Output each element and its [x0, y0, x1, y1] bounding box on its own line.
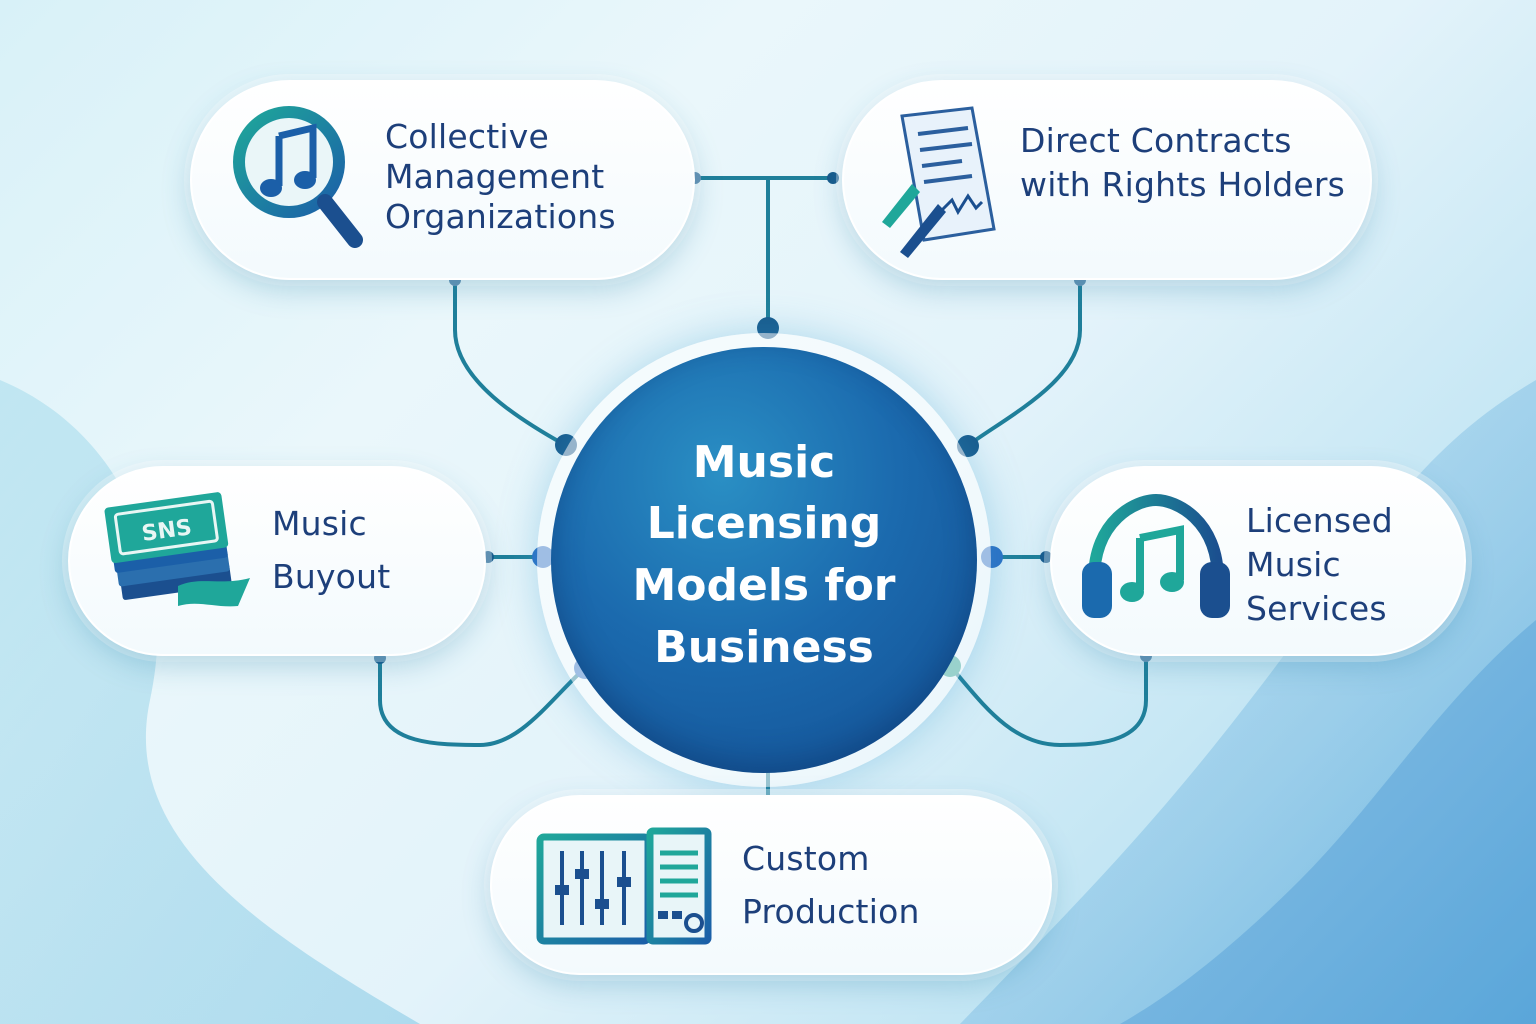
node-collective-management: Collective Management Organizations — [190, 80, 695, 280]
node-label-line: Music — [272, 504, 367, 543]
node-label-line: Management — [385, 157, 605, 197]
center-node: Music Licensing Models for Business — [551, 347, 977, 773]
center-title-line: Licensing — [646, 498, 882, 550]
node-label-line: Direct Contracts — [1020, 121, 1292, 160]
connector-licensed-lower — [948, 654, 1148, 748]
connector-buyout-lower — [378, 656, 587, 748]
node-label-line: Organizations — [385, 197, 616, 237]
node-direct-contracts: Direct Contracts with Rights Holders — [842, 80, 1372, 280]
headphones-music-icon — [1082, 493, 1230, 618]
node-label-line: Licensed — [1246, 501, 1393, 540]
mixing-console-icon — [536, 827, 712, 945]
node-label-line: with Rights Holders — [1020, 165, 1346, 205]
node-custom-production: Custom Production — [490, 795, 1052, 975]
node-label-line: Buyout — [272, 556, 391, 596]
center-title: Music Licensing Models for Business — [604, 432, 924, 678]
connector-direct — [965, 278, 1082, 448]
node-label-line: Production — [742, 891, 920, 931]
node-music-buyout: SNS Music Buyout — [68, 466, 486, 656]
node-label-line: Custom — [742, 839, 870, 878]
connector-collective — [453, 278, 567, 447]
money-stack-icon: SNS — [104, 492, 250, 607]
dot-top-right — [827, 172, 839, 184]
center-title-line: Music — [692, 436, 836, 488]
center-title-line: Models for — [632, 560, 896, 611]
node-label-line: Music — [1246, 545, 1341, 585]
contract-signature-icon — [882, 106, 996, 258]
music-search-icon — [233, 106, 363, 248]
node-label-line: Services — [1246, 589, 1387, 629]
dot-licensed — [1040, 551, 1052, 563]
center-title-line: Business — [654, 621, 874, 673]
node-label-line: Collective — [385, 117, 549, 156]
node-licensed-music-services: Licensed Music Services — [1050, 466, 1466, 656]
connector-top — [693, 176, 835, 330]
